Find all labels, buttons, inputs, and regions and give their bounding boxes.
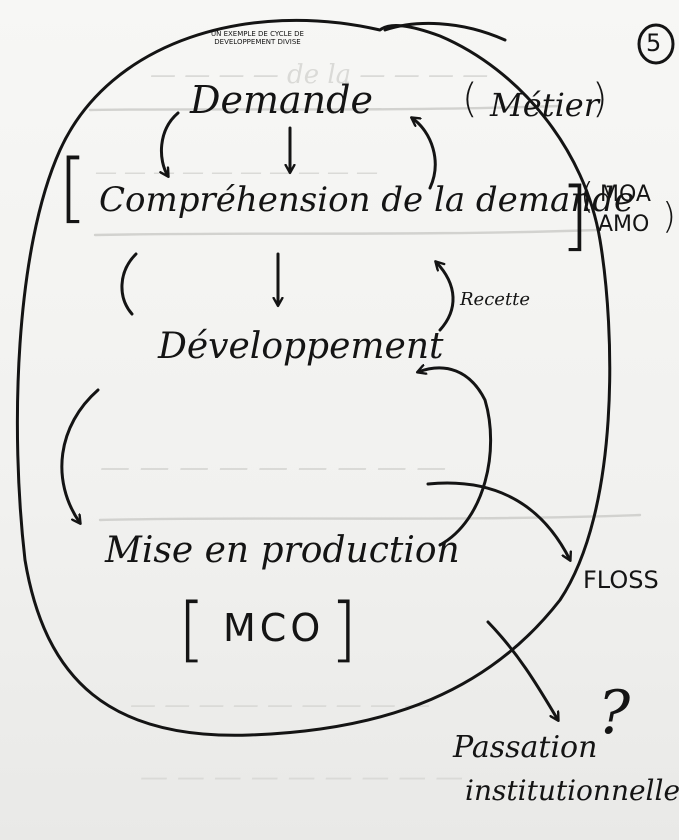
arrow-developpement-to-mise-en-production: [60, 388, 100, 523]
node-mco: MCO: [223, 606, 325, 650]
bracket-close-icon: ]: [560, 170, 590, 259]
paren-open-icon: (: [462, 76, 478, 122]
arrow-mise-en-production-back-to-developpement: [418, 368, 493, 547]
paren-open-icon: (: [580, 176, 595, 217]
arrow-demande-to-comprehension: [161, 111, 180, 176]
arrow-to-passation: [486, 620, 558, 720]
bracket-open-icon: [: [178, 588, 206, 670]
cycle-boundary-loop: [15, 18, 612, 737]
page-number-circle: [637, 23, 675, 65]
bracket-close-icon: ]: [330, 588, 358, 670]
node-comprehension: Compréhension de la demande: [99, 180, 635, 220]
arrow-to-floss: [426, 481, 570, 560]
bleed-through-text: — — — — — — — — —: [100, 450, 447, 485]
node-floss: FLOSS: [583, 566, 659, 594]
bleed-through-line: [88, 104, 562, 112]
bleed-through-line: [98, 513, 642, 522]
paren-close-icon: ): [592, 76, 608, 122]
bleed-through-text: — — — — — — — — —: [130, 690, 431, 720]
node-moa: MOA: [600, 182, 651, 207]
node-question-mark: ?: [598, 678, 631, 748]
node-passation-line2: institutionnelle: [465, 774, 679, 807]
arrow-recette-loop: [436, 262, 455, 332]
curve-left-comprehension: [120, 252, 138, 316]
bleed-through-text: — — — — de la — — — —: [150, 60, 489, 90]
bleed-through-line: [93, 228, 602, 237]
bleed-through-text: — — — — — — — — —: [140, 760, 464, 793]
node-developpement: Développement: [158, 326, 444, 367]
node-demande: Demande: [190, 78, 373, 122]
arrow-comprehension-back-to-demande: [412, 118, 437, 190]
paren-close-icon: ): [662, 196, 677, 237]
node-metier: Métier: [490, 86, 600, 124]
node-mise-en-production: Mise en production: [105, 530, 460, 571]
node-passation-line1: Passation: [453, 730, 598, 765]
page-number: 5: [646, 29, 662, 57]
node-recette: Recette: [460, 289, 531, 310]
diagram-caption: UN EXEMPLE DE CYCLE DE DEVELOPPEMENT DIV…: [211, 30, 304, 46]
node-amo: AMO: [598, 212, 650, 237]
bleed-through-text: — — — — — — — — — —: [95, 160, 378, 185]
arc-metier: [383, 21, 507, 42]
bracket-open-icon: [: [58, 142, 88, 231]
